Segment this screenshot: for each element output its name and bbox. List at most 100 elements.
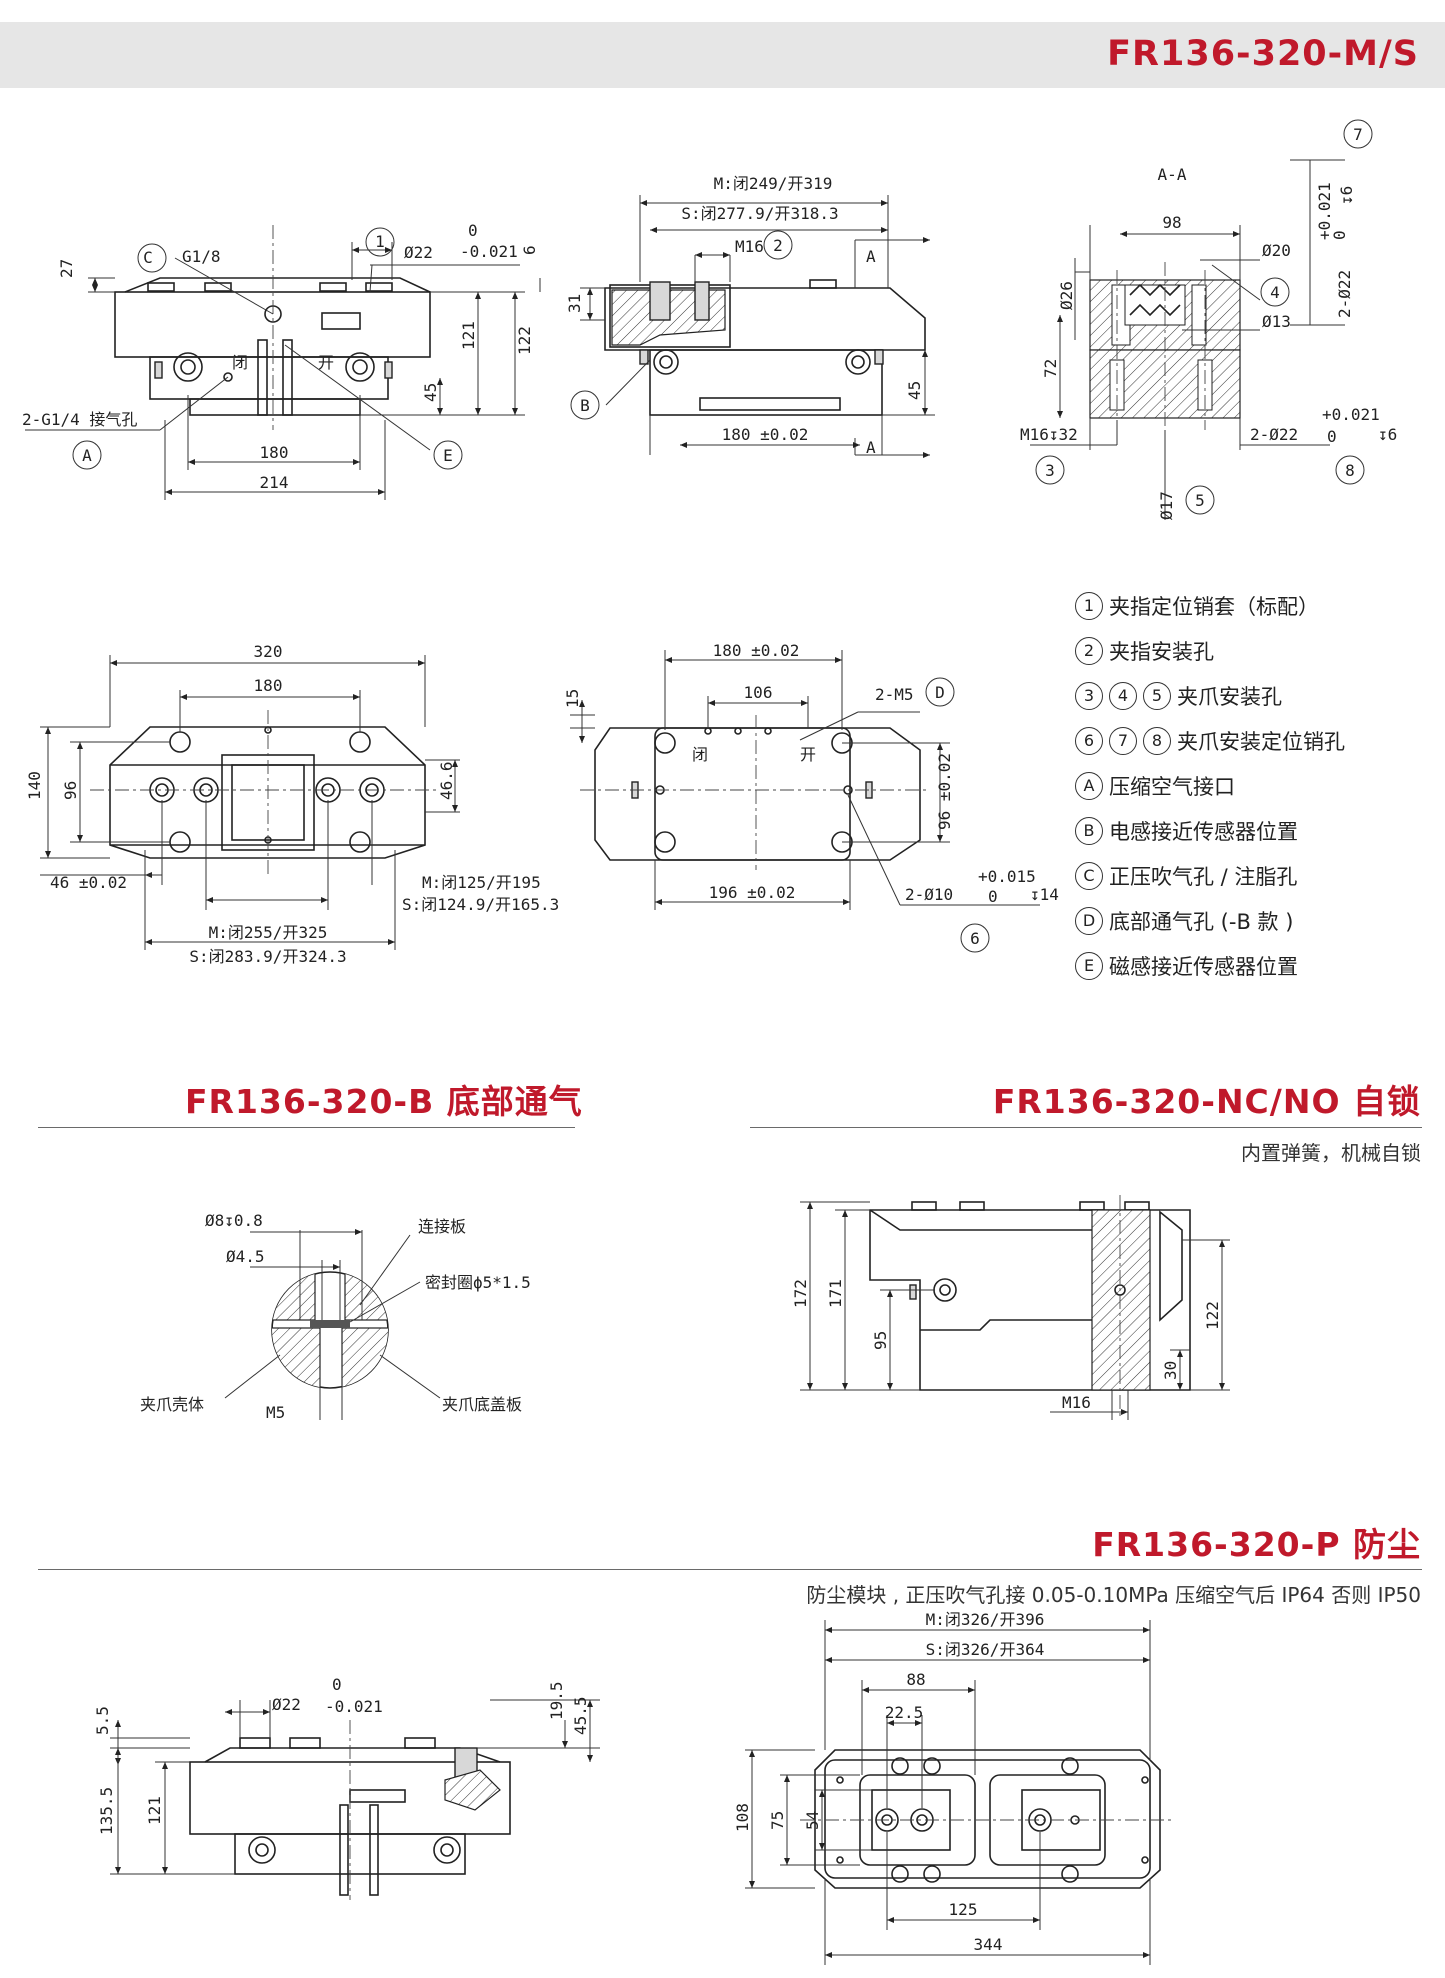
svg-text:180: 180 [260,443,289,462]
svg-text:125: 125 [949,1900,978,1919]
section-title-p: FR136-320-P 防尘 [1092,1525,1421,1564]
svg-text:75: 75 [768,1811,787,1830]
section-title-b: FR136-320-B 底部通气 [185,1082,583,1121]
svg-text:密封圈ϕ5*1.5: 密封圈ϕ5*1.5 [425,1273,531,1292]
section-divider-p [38,1569,1422,1570]
page-title: FR136-320-M/S [1107,34,1419,74]
svg-text:0: 0 [332,1675,342,1694]
svg-text:闭: 闭 [232,353,248,372]
legend-text: 正压吹气孔 / 注脂孔 [1109,864,1298,889]
svg-text:C: C [143,248,153,267]
svg-text:1: 1 [375,232,385,251]
svg-text:0: 0 [1327,427,1337,446]
svg-text:88: 88 [906,1670,925,1689]
section-title-nc: FR136-320-NC/NO 自锁 [992,1082,1421,1121]
svg-text:96 ±0.02: 96 ±0.02 [935,753,954,830]
section-note-p: 防尘模块 , 正压吹气孔接 0.05-0.10MPa 压缩空气后 IP64 否则… [806,1583,1421,1607]
svg-text:135.5: 135.5 [97,1787,116,1835]
section-divider-nc [750,1127,1422,1128]
svg-text:180 ±0.02: 180 ±0.02 [713,641,800,660]
svg-text:夹爪底盖板: 夹爪底盖板 [442,1395,522,1414]
svg-text:D: D [935,683,945,702]
view-p-side: 5.5 Ø22 0 -0.021 19.5 45.5 135.5 121 [93,1675,600,1900]
svg-text:E: E [443,446,453,465]
svg-text:闭: 闭 [692,745,708,764]
callout-bubble: 6 [1075,726,1103,755]
section-note-nc: 内置弹簧，机械自锁 [1241,1141,1421,1165]
view-top-front: 27 C G1/8 1 Ø22 0 -0.021 6 121 122 45 2-… [22,221,541,500]
callout-bubble: 4 [1109,681,1137,710]
legend-text: 夹爪安装孔 [1177,684,1282,709]
svg-text:B: B [580,396,590,415]
svg-text:A: A [866,438,876,457]
svg-text:180 ±0.02: 180 ±0.02 [722,425,809,444]
svg-text:Ø20: Ø20 [1262,241,1291,260]
svg-text:3: 3 [1045,461,1055,480]
callout-bubble: 5 [1143,681,1171,710]
svg-text:2-Ø10: 2-Ø10 [905,885,953,904]
svg-text:A: A [866,247,876,266]
svg-text:122: 122 [515,326,534,355]
svg-text:开: 开 [800,745,816,764]
svg-text:108: 108 [733,1803,752,1832]
svg-text:7: 7 [1353,125,1363,144]
svg-text:320: 320 [254,642,283,661]
svg-text:2: 2 [773,236,783,255]
svg-text:122: 122 [1203,1301,1222,1330]
svg-text:0: 0 [988,887,998,906]
callout-bubble: A [1075,771,1103,800]
svg-text:172: 172 [791,1279,810,1308]
svg-text:121: 121 [459,321,478,350]
svg-text:180: 180 [254,676,283,695]
svg-text:5: 5 [1195,491,1205,510]
view-section-aa: A-A 98 Ø20 Ø26 4 Ø13 72 M16↧32 2-Ø22 +0.… [1020,119,1397,520]
svg-text:214: 214 [260,473,289,492]
callout-bubble: B [1075,816,1103,845]
svg-text:2-G1/4 接气孔: 2-G1/4 接气孔 [22,410,137,429]
legend-text: 压缩空气接口 [1109,774,1235,799]
callout-bubble: D [1075,906,1103,935]
svg-text:171: 171 [826,1279,845,1308]
view-b-detail: Ø8↧0.8 Ø4.5 连接板 密封圈ϕ5*1.5 夹爪壳体 M5 夹爪底盖板 [140,1211,531,1422]
callout-bubble: C [1075,861,1103,890]
legend-text: 底部通气孔 (-B 款 ) [1109,909,1294,934]
svg-text:2-M5: 2-M5 [875,685,914,704]
svg-text:6: 6 [970,929,980,948]
svg-text:M:闭249/开319: M:闭249/开319 [714,174,833,193]
svg-text:45: 45 [421,383,440,402]
header-bar [0,22,1445,88]
view-bottom: 180 ±0.02 106 15 2-M5 D 96 ±0.02 196 ±0.… [563,641,1059,953]
legend-text: 夹指安装孔 [1109,639,1214,664]
svg-text:54: 54 [803,1811,822,1830]
view-plan: 320 180 140 96 46.6 46 ±0.02 M:闭125/开195… [25,642,559,966]
svg-text:A: A [82,446,92,465]
svg-text:↧14: ↧14 [1030,885,1059,904]
svg-text:98: 98 [1162,213,1181,232]
svg-text:96: 96 [61,781,80,800]
svg-text:45.5: 45.5 [571,1696,590,1735]
section-divider-b [38,1127,575,1128]
svg-text:Ø17: Ø17 [1157,491,1176,520]
view-p-plan: M:闭326/开396 S:闭326/开364 88 22.5 108 75 5… [733,1610,1175,1965]
svg-text:Ø26: Ø26 [1057,281,1076,310]
svg-text:M:闭326/开396: M:闭326/开396 [926,1610,1045,1629]
svg-text:46 ±0.02: 46 ±0.02 [50,873,127,892]
legend-text: 电感接近传感器位置 [1109,819,1298,844]
svg-text:6: 6 [520,245,539,255]
legend-text: 夹指定位销套（标配） [1109,594,1319,619]
svg-text:27: 27 [57,259,76,278]
svg-text:106: 106 [744,683,773,702]
svg-text:0: 0 [1330,230,1349,240]
svg-text:196 ±0.02: 196 ±0.02 [709,883,796,902]
svg-text:30: 30 [1161,1361,1180,1380]
svg-text:344: 344 [974,1935,1003,1954]
callout-bubble: 1 [1075,591,1103,620]
svg-text:M5: M5 [266,1403,285,1422]
svg-text:M16: M16 [735,237,764,256]
